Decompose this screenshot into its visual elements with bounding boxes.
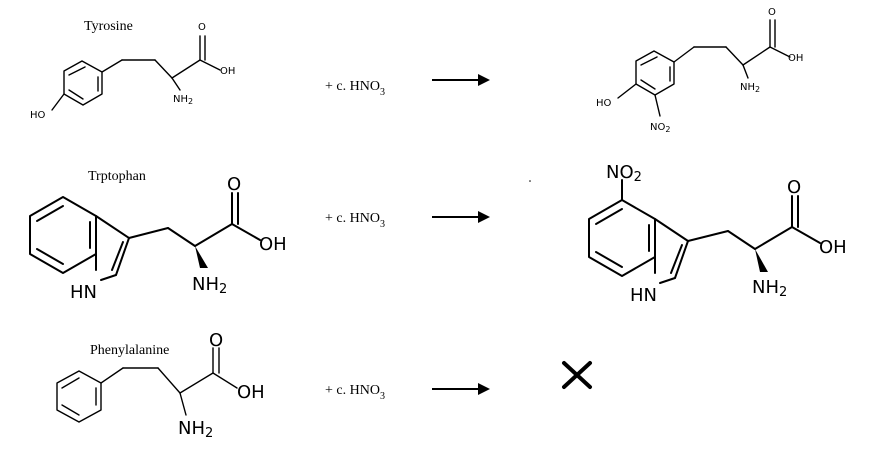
carbonyl-o-label: O: [768, 7, 776, 18]
nitro-label: NO2: [650, 122, 670, 134]
tyrosine-structure: HO NH2 O OH: [30, 22, 235, 121]
benzene-ring: [29, 196, 97, 274]
right-arrow-icon: [432, 383, 490, 395]
hydroxyl-label: HO: [596, 98, 612, 109]
right-arrow-icon: [432, 211, 490, 223]
reagent-label: + c. HNO3: [325, 211, 385, 230]
acid-oh-label: OH: [259, 234, 287, 255]
indole-nh-label: HN: [630, 285, 657, 306]
indole-nh-label: HN: [70, 282, 97, 303]
row-tyrosine: Tyrosine HO NH2 O OH + c. HNO3: [30, 7, 803, 134]
nitrotyrosine-structure: HO NO2 NH2 O OH: [596, 7, 803, 134]
compound-name: Phenylalanine: [90, 343, 169, 358]
carbonyl-o-label: O: [209, 330, 223, 351]
hydroxyl-label: HO: [30, 110, 46, 121]
acid-oh-label: OH: [237, 382, 265, 403]
nitro-label: NO2: [606, 162, 642, 185]
row-phenylalanine: Phenylalanine NH2 O OH + c. HNO3: [56, 330, 592, 441]
amine-label: NH2: [752, 277, 787, 300]
amine-label: NH2: [740, 82, 760, 94]
benzene-ring: [588, 199, 656, 277]
compound-name: Tyrosine: [84, 19, 133, 34]
carbonyl-o-label: O: [227, 174, 241, 195]
carbonyl-o-label: O: [787, 177, 801, 198]
reagent-label: + c. HNO3: [325, 79, 385, 98]
amine-label: NH2: [178, 418, 213, 441]
row-tryptophan: Trptophan HN NH2 O OH + c. HNO3: [29, 162, 847, 306]
stray-dot: [529, 180, 531, 182]
nitrotryptophan-structure: NO2 HN NH2 O OH: [588, 162, 847, 306]
amine-label: NH2: [192, 274, 227, 297]
acid-oh-label: OH: [819, 237, 847, 258]
carbonyl-o-label: O: [198, 22, 206, 33]
cross-icon: [562, 361, 592, 389]
phenylalanine-structure: NH2 O OH: [56, 330, 265, 441]
tryptophan-structure: HN NH2 O OH: [29, 174, 287, 303]
reagent-label: + c. HNO3: [325, 383, 385, 402]
benzene-ring: [56, 370, 102, 423]
amine-label: NH2: [173, 94, 193, 106]
acid-oh-label: OH: [220, 66, 235, 77]
compound-name: Trptophan: [88, 169, 146, 184]
acid-oh-label: OH: [788, 53, 803, 64]
right-arrow-icon: [432, 74, 490, 86]
